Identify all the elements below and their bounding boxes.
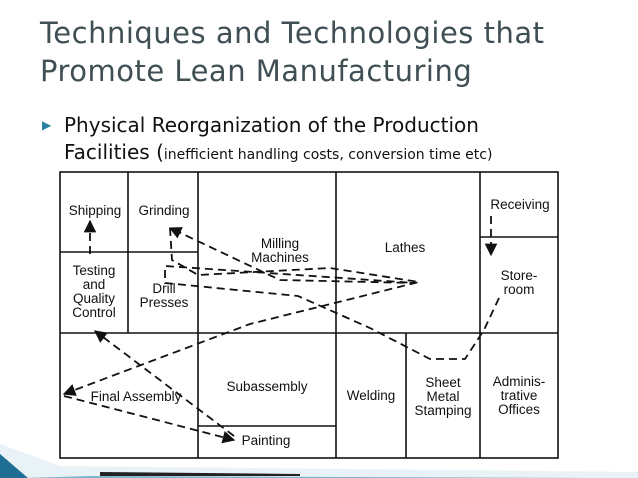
title-line-1: Techniques and Technologies that [40,16,545,50]
dept-drill-line-1: Drill [152,281,175,296]
dept-milling-line-2: Machines [251,250,309,265]
department-labels: Shipping Grinding Milling Machines Lathe… [69,197,550,448]
dept-testing-line-1: Testing [73,263,116,278]
dept-welding: Welding [347,388,396,403]
flow-paths [62,216,500,444]
dept-storeroom-line-2: room [504,282,535,297]
flow-storeroom-to-grinding [164,227,500,360]
dept-sheet-metal-line-3: Stamping [414,403,471,418]
dept-lathes: Lathes [385,240,426,255]
flow-grinding-through-drill-to-assembly [62,227,420,396]
dept-admin-line-1: Adminis- [493,374,546,389]
dept-receiving: Receiving [490,197,549,212]
bullet-line-2-main: Facilities ( [64,140,164,164]
dept-final-assembly: Final Assembly [91,389,182,404]
dept-admin-line-2: trative [501,388,538,403]
dept-grinding: Grinding [138,203,189,218]
dept-storeroom-line-1: Store- [501,268,538,283]
bullet-text: Physical Reorganization of the Productio… [64,112,492,169]
dept-milling-line-1: Milling [261,236,299,251]
layout-border [59,171,559,459]
dept-testing-line-4: Control [72,305,116,320]
title-line-2: Promote Lean Manufacturing [40,54,473,88]
bullet-line-2: Facilities (inefficient handling costs, … [64,139,492,169]
dept-sheet-metal-line-2: Metal [426,389,459,404]
dept-testing-line-3: Quality [73,291,115,306]
dept-subassembly: Subassembly [226,379,307,394]
bullet-line-1: Physical Reorganization of the Productio… [64,113,479,137]
dept-painting: Painting [242,433,291,448]
layout-grid [59,171,559,459]
flow-painting-to-testing [93,330,235,437]
slide-decoration-band [0,444,638,478]
dept-testing-line-2: and [83,277,106,292]
facility-layout-diagram: Shipping Grinding Milling Machines Lathe… [59,171,559,459]
slide-title: Techniques and Technologies that Promote… [40,14,630,90]
flow-assembly-to-painting [63,395,236,444]
bullet-arrow-icon: ▶ [42,118,52,132]
dept-shipping: Shipping [69,203,122,218]
dept-admin-line-3: Offices [498,402,540,417]
bullet-line-2-detail: inefficient handling costs, conversion t… [163,147,493,163]
dept-sheet-metal-line-1: Sheet [425,375,461,390]
dept-drill-line-2: Presses [140,295,189,310]
